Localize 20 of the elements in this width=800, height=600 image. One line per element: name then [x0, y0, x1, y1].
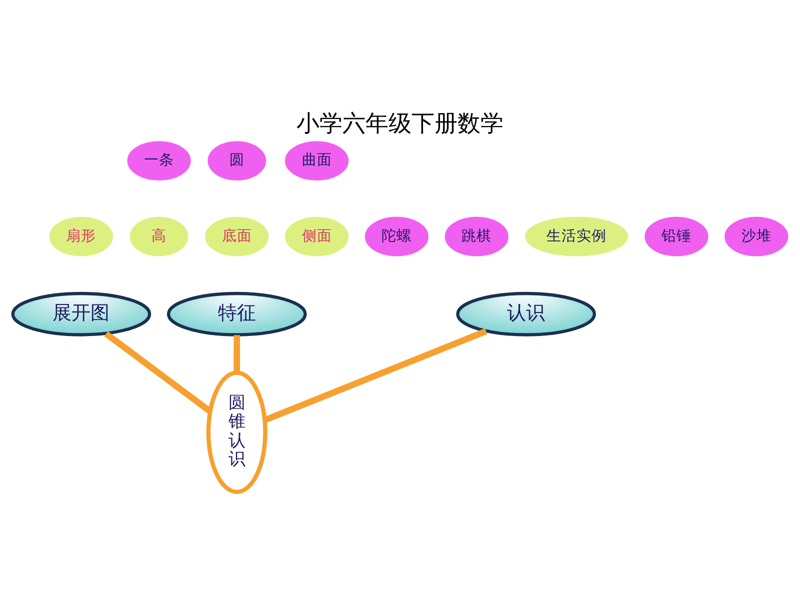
node-ellipse: 曲面 — [284, 141, 349, 180]
diagram-title: 小学六年级下册数学 — [296, 110, 504, 137]
node-ellipse: 扇形 — [49, 216, 114, 256]
connector — [264, 328, 488, 423]
node-ellipse: 跳棋 — [444, 216, 508, 256]
node-ellipse: 铅锤 — [644, 216, 708, 256]
node-ellipse: 沙堆 — [724, 216, 788, 256]
node-ellipse: 一条 — [127, 141, 191, 180]
node-ellipse: 陀螺 — [364, 216, 429, 256]
node-ellipse: 认识 — [456, 292, 596, 336]
node-ellipse: 展开图 — [11, 292, 152, 336]
node-ellipse: 特征 — [166, 292, 307, 336]
node-ellipse: 高 — [130, 216, 188, 256]
node-ellipse: 生活实例 — [525, 216, 628, 256]
connector — [104, 331, 212, 414]
connector — [234, 335, 240, 373]
node-ellipse: 圆 — [208, 141, 266, 180]
node-ellipse: 圆锥认识 — [206, 370, 268, 494]
node-ellipse: 底面 — [205, 216, 269, 256]
node-ellipse: 侧面 — [284, 216, 349, 256]
